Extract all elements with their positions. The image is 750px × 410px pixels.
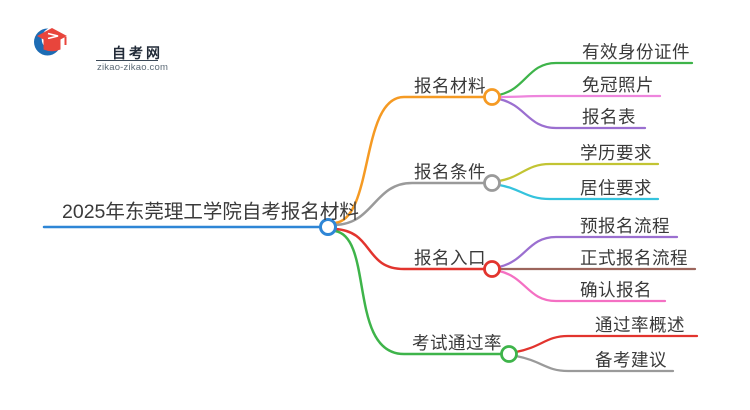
leaf-pre-registration-line [497, 235, 679, 269]
leaf-prep-advice-line [514, 354, 675, 373]
leaf-form-line [497, 97, 647, 130]
branch-materials-label[interactable]: 报名材料 [414, 76, 486, 96]
leaf-confirm-registration-label[interactable]: 确认报名 [580, 280, 652, 300]
branch-conditions-label[interactable]: 报名条件 [414, 162, 486, 182]
root-node-label[interactable]: 2025年东莞理工学院自考报名材料 [62, 201, 359, 223]
branch-pass-rate-label[interactable]: 考试通过率 [412, 333, 502, 353]
logo-domain: zikao-zikao.com [97, 62, 169, 73]
leaf-prep-advice-label[interactable]: 备考建议 [595, 350, 667, 370]
leaf-education-req-line [497, 162, 660, 183]
leaf-residence-req-line [497, 183, 660, 201]
leaf-formal-registration-label[interactable]: 正式报名流程 [580, 248, 688, 268]
branch-conditions-circle[interactable] [483, 174, 501, 192]
branch-pass-rate-line [333, 229, 503, 356]
branch-entrance-line [333, 227, 486, 271]
leaf-id-card-line [497, 61, 694, 97]
leaf-pass-rate-overview-label[interactable]: 通过率概述 [595, 315, 685, 335]
logo-title: 自考网 [112, 45, 163, 61]
branch-materials-circle[interactable] [483, 88, 501, 106]
leaf-confirm-registration-line [497, 269, 667, 303]
root-node-circle[interactable] [319, 218, 337, 236]
leaf-education-req-label[interactable]: 学历要求 [580, 143, 652, 163]
branch-entrance-label[interactable]: 报名入口 [414, 248, 486, 268]
branch-entrance-circle[interactable] [483, 260, 501, 278]
graduation-cap-icon [34, 27, 67, 56]
leaf-id-card-label[interactable]: 有效身份证件 [582, 42, 690, 62]
site-logo[interactable]: 自考网 zikao-zikao.com [32, 21, 172, 72]
logo-divider [96, 59, 158, 61]
leaf-pre-registration-label[interactable]: 预报名流程 [580, 216, 670, 236]
branch-materials-line [333, 95, 486, 225]
leaf-residence-req-label[interactable]: 居住要求 [580, 178, 652, 198]
branch-pass-rate-circle[interactable] [500, 345, 518, 363]
leaf-pass-rate-overview-line [514, 334, 699, 354]
leaf-photo-line [497, 94, 662, 99]
branch-conditions-line [333, 181, 486, 227]
leaf-photo-label[interactable]: 免冠照片 [582, 75, 654, 95]
leaf-form-label[interactable]: 报名表 [582, 107, 636, 127]
